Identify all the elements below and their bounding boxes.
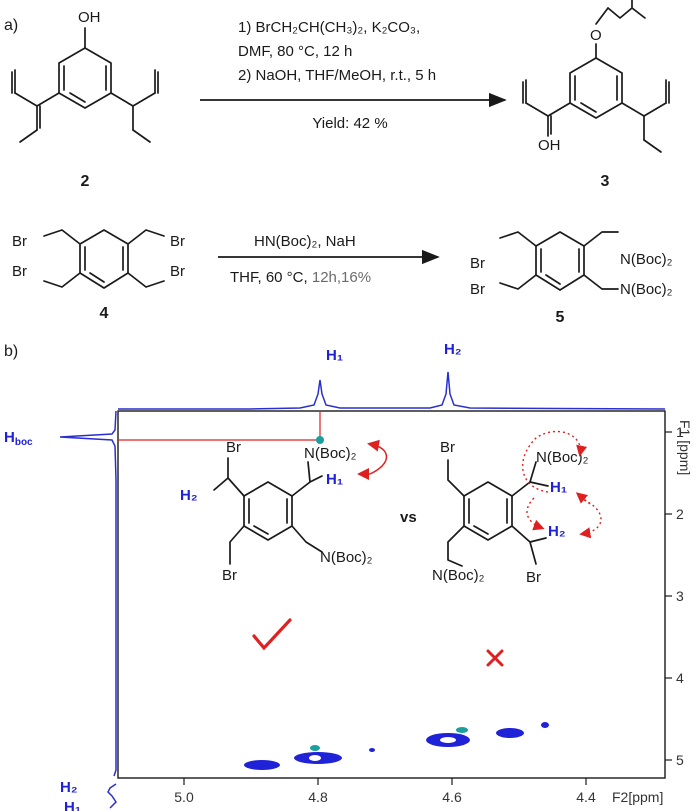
correct-br-top: Br: [226, 439, 241, 456]
correct-isomer-structure: [213, 457, 323, 565]
x-tick-4-4: 4.4: [576, 789, 596, 805]
y-tick-5: 5: [676, 752, 684, 768]
wrong-h2-label: H₂: [548, 523, 566, 540]
compound-3-number: 3: [601, 173, 610, 190]
compound-5-nboc2-1: N(Boc)₂: [620, 251, 673, 268]
compound-4-structure: [43, 229, 165, 289]
top-h1-label: H₁: [326, 347, 343, 364]
compound-4-br-1: Br: [12, 233, 27, 250]
y-tick-2: 2: [676, 506, 684, 522]
cross-icon: [486, 649, 504, 667]
reaction1-condition-line3: 2) NaOH, THF/MeOH, r.t., 5 h: [238, 67, 436, 84]
compound-5-nboc2-2: N(Boc)₂: [620, 281, 673, 298]
compound-4-br-2: Br: [12, 263, 27, 280]
left-h1-label: H₁: [64, 799, 81, 811]
reaction1-condition-line1: 1) BrCH₂CH(CH₃)₂, K₂CO₃,: [238, 19, 420, 36]
compound-2-oh-label: OH: [78, 9, 101, 26]
reaction2-condition-bottom-text: THF, 60 °C,: [230, 269, 312, 286]
x-axis-label: F2[ppm]: [612, 789, 663, 805]
hmbc-contours: [244, 722, 549, 770]
y-tick-1: 1: [676, 424, 684, 440]
hboc-label: Hboc: [4, 429, 33, 448]
correct-br-bottom: Br: [222, 567, 237, 584]
compound-5-br-2: Br: [470, 281, 485, 298]
correct-nboe-arrow: [367, 439, 388, 475]
reaction2-condition-bottom: THF, 60 °C, 12h,16%: [230, 269, 371, 286]
x-tick-5-0: 5.0: [174, 789, 194, 805]
correct-h2-label: H₂: [180, 487, 198, 504]
correct-nboc2-bottom: N(Boc)₂: [320, 549, 373, 566]
top-h2-label: H₂: [444, 341, 462, 358]
top-1d-spectrum: [118, 371, 666, 410]
x-tick-4-8: 4.8: [308, 789, 328, 805]
panel-b-label: b): [4, 343, 18, 360]
wrong-nboe-arrow-3: [579, 499, 602, 539]
left-1d-spectrum-bottom: [107, 783, 117, 809]
reaction2-condition-top: HN(Boc)₂, NaH: [254, 233, 356, 250]
checkmark-icon: [252, 618, 292, 651]
wrong-nboc2-bottom: N(Boc)₂: [432, 567, 485, 584]
wrong-nboc2-top: N(Boc)₂: [536, 449, 589, 466]
wrong-br-top: Br: [440, 439, 455, 456]
compound-3-oh-label: OH: [538, 137, 561, 154]
compound-3-structure: [522, 0, 670, 153]
compound-5-br-1: Br: [470, 255, 485, 272]
compound-4-br-4: Br: [170, 263, 185, 280]
vs-label: vs: [400, 509, 417, 526]
wrong-isomer-structure: [447, 459, 549, 567]
compound-4-br-3: Br: [170, 233, 185, 250]
compound-4-number: 4: [100, 305, 109, 322]
hmbc-plot-frame: [117, 410, 666, 779]
wrong-h1-label: H₁: [550, 479, 567, 496]
y-axis: 1 2 3 4 5 F1 [ppm]: [665, 420, 693, 768]
correct-h1-label: H₁: [326, 471, 343, 488]
x-tick-4-6: 4.6: [442, 789, 462, 805]
wrong-nboe-arrow-2: [526, 497, 545, 531]
compound-5-number: 5: [556, 309, 565, 326]
reaction1-condition-line2: DMF, 80 °C, 12 h: [238, 43, 352, 60]
wrong-nboe-arrow-1: [521, 430, 588, 493]
y-axis-label: F1 [ppm]: [677, 420, 693, 475]
left-h2-label: H₂: [60, 779, 78, 796]
reaction1-yield: Yield: 42 %: [312, 115, 387, 132]
compound-2-structure: [11, 27, 159, 143]
compound-3-o-label: O: [590, 27, 602, 44]
y-tick-3: 3: [676, 588, 684, 604]
compound-2-number: 2: [81, 173, 90, 190]
panel-a-label: a): [4, 17, 18, 34]
left-1d-spectrum: [59, 410, 117, 777]
compound-5-structure: [499, 231, 619, 291]
correct-nboc2-top: N(Boc)₂: [304, 445, 357, 462]
x-axis: 5.0 4.8 4.6 4.4 F2[ppm]: [174, 778, 663, 805]
wrong-br-bottom: Br: [526, 569, 541, 586]
y-tick-4: 4: [676, 670, 684, 686]
wrong-nboe-arrow-4: [575, 492, 591, 505]
reaction2-condition-yield: 12h,16%: [312, 269, 371, 286]
crosspeak-dot: [316, 436, 324, 444]
